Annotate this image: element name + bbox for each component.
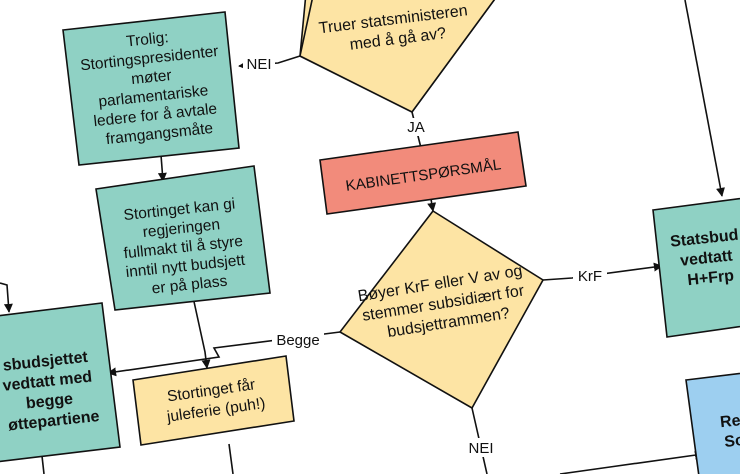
decision-krf-v[interactable]: Bøyer KrF eller V av og stemmer subsidiæ…: [338, 209, 545, 410]
edge-label-bg: [573, 267, 607, 286]
box-president-meets-shape: [62, 11, 240, 166]
edge-label-bg: [272, 330, 324, 349]
box-budget-both-shape: [0, 302, 121, 463]
decision-pm-resign[interactable]: Truer statsministeren med å gå av?: [299, 0, 500, 114]
edge-label-bg: [403, 118, 429, 136]
edge-left-entry: [0, 282, 13, 313]
label-nei-bottom: NEI: [468, 440, 493, 457]
node-line: Trolig:: [125, 29, 169, 50]
box-president-meets[interactable]: Trolig: Stortingspresidenter møter parla…: [62, 11, 240, 166]
box-holiday[interactable]: Stortinget får juleferie (puh!): [132, 355, 295, 446]
edge-president-to-mandate: [157, 154, 167, 182]
edge-holiday-down: [228, 443, 234, 474]
label-krf: KrF: [578, 268, 602, 285]
box-budget-hfrp[interactable]: Statsbud vedtatt H+Frp: [652, 196, 740, 338]
box-right-bottom-shape: [685, 372, 740, 474]
edges: [0, 0, 725, 474]
edge-nei-to-right: [559, 450, 704, 474]
decision-krf-v-shape: [338, 209, 545, 410]
node-line: møter: [130, 67, 172, 88]
box-holiday-shape: [132, 355, 295, 446]
box-budget-both[interactable]: sbudsjettet vedtatt med begge øttepartie…: [0, 302, 121, 463]
box-mandate-shape: [95, 165, 271, 311]
label-ja: JA: [407, 119, 425, 136]
edge-right-vertical: [684, 0, 725, 197]
box-budget-hfrp-shape: [652, 197, 740, 338]
edge-left-bottom: [41, 455, 45, 474]
edge-label-bg: [465, 438, 497, 457]
label-nei-top: NEI: [246, 56, 271, 73]
node-line: H+Frp: [687, 267, 735, 289]
node-line: So: [724, 432, 740, 451]
node-line: Re: [719, 412, 740, 431]
box-right-bottom-text: Re So: [719, 412, 740, 451]
edge-labels: NEI JA KrF Begge NEI: [243, 54, 607, 457]
box-cabinet-question-shape: [319, 131, 527, 215]
box-cabinet-question[interactable]: KABINETTSPØRSMÅL: [319, 131, 527, 215]
box-mandate[interactable]: Stortinget kan gi regjeringen fullmakt t…: [95, 165, 271, 311]
label-begge: Begge: [276, 332, 319, 349]
node-line: begge: [25, 391, 74, 413]
node-line: vedtatt: [679, 247, 734, 269]
box-right-bottom[interactable]: Re So: [685, 371, 740, 474]
edge-krf-to-hfrp: [542, 262, 663, 281]
edge-mandate-to-holiday: [192, 296, 211, 369]
decision-pm-resign-shape: [299, 0, 496, 114]
edge-label-bg: [243, 54, 275, 73]
